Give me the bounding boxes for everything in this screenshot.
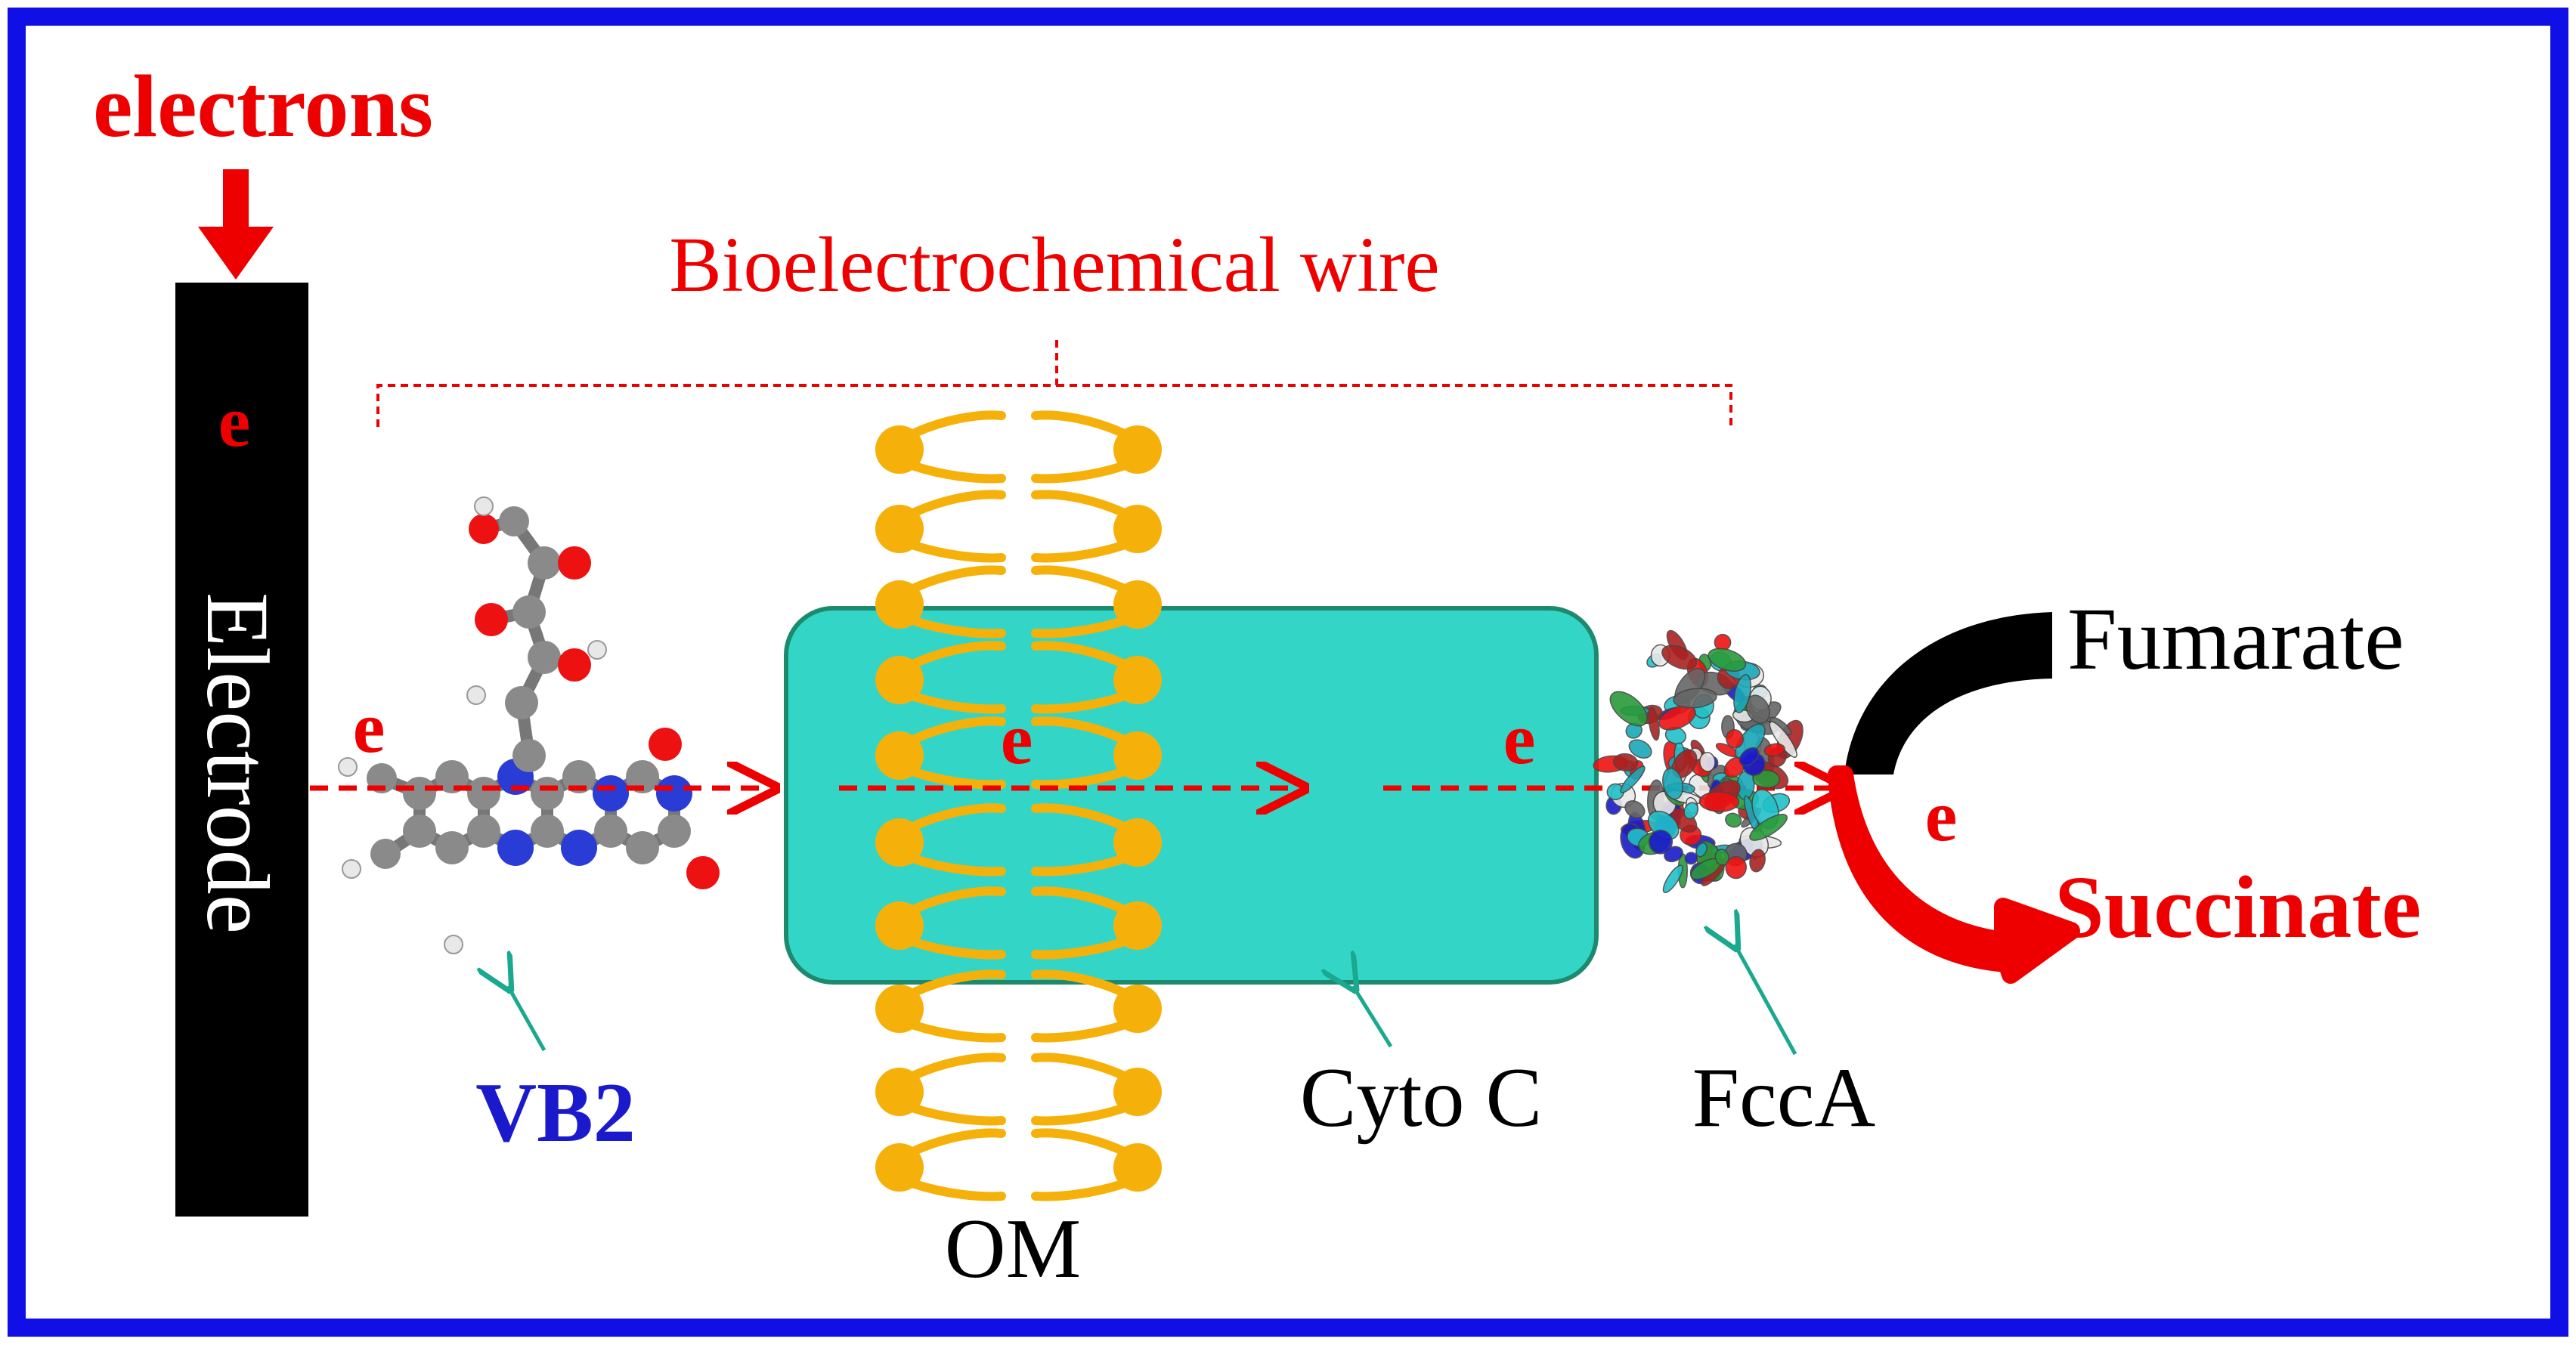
fcca-pointer (1735, 945, 1797, 1056)
protein-ribbon-segment (1628, 739, 1652, 759)
fumarate-label: Fumarate (2067, 589, 2404, 688)
protein-ribbon-segment (1662, 768, 1683, 800)
protein-ribbon-segment (1662, 864, 1683, 894)
protein-ribbon-segment (1738, 747, 1760, 766)
cyto-c-label: Cyto C (1300, 1051, 1543, 1145)
flow-e-1: e (353, 687, 385, 768)
protein-ribbon-segment (1648, 830, 1673, 855)
cyto-c-pointer (1353, 986, 1393, 1048)
protein-ribbon-segment (1714, 849, 1729, 866)
protein-ribbon-segment (1699, 752, 1716, 772)
wire-bracket (376, 340, 1732, 427)
protein-ribbon-segment (1698, 791, 1740, 812)
protein-ribbon-segment (1624, 800, 1646, 819)
succinate-curve-arrow-icon (1828, 765, 2080, 984)
protein-ribbon-segment (1763, 743, 1785, 757)
protein-ribbon-segment (1620, 765, 1646, 793)
protein-ribbon-segment (1673, 688, 1717, 709)
electrode-label: Electrode (188, 592, 287, 934)
reaction-e-label: e (1925, 775, 1958, 856)
protein-ribbon-segment (1695, 842, 1708, 858)
lipid-pair (875, 803, 1162, 877)
lipid-pair (875, 1128, 1162, 1201)
vb2-molecule-icon (338, 496, 720, 954)
protein-ribbon-segment (1745, 694, 1770, 724)
flow-e-2: e (1001, 698, 1033, 779)
lipid-pair (875, 886, 1162, 960)
protein-ribbon-segment (1752, 769, 1781, 789)
flow-e-3: e (1503, 698, 1536, 779)
electrode-bar (175, 283, 308, 1217)
protein-ribbon-segment (1684, 852, 1698, 865)
protein-ribbon-segment (1725, 855, 1747, 880)
protein-ribbon-segment (1612, 753, 1639, 771)
protein-ribbon-segment (1648, 706, 1660, 741)
electrons-down-arrow-icon (198, 169, 274, 280)
lipid-pair (875, 641, 1162, 714)
om-label: OM (945, 1202, 1081, 1296)
vb2-pointer (508, 986, 546, 1052)
lipid-pair (875, 716, 1162, 790)
protein-ribbon-segment (1708, 648, 1747, 672)
protein-ribbon-segment (1733, 674, 1751, 713)
vb2-label: VB2 (475, 1066, 636, 1160)
lipid-pair (875, 490, 1162, 563)
protein-ribbon-segment (1726, 728, 1744, 749)
fcca-label: FccA (1692, 1051, 1876, 1145)
fumarate-curve (1844, 612, 2052, 774)
protein-ribbon-segment (1769, 721, 1797, 758)
protein-ribbon-segment (1609, 691, 1648, 727)
electrode-e-label: e (218, 381, 251, 462)
succinate-label: Succinate (2054, 858, 2421, 957)
protein-ribbon-segment (1683, 802, 1699, 820)
protein-ribbon-segment (1749, 849, 1766, 873)
protein-ribbon-segment (1658, 705, 1696, 731)
om-membrane (875, 410, 1162, 1201)
lipid-pair (875, 565, 1162, 638)
protein-ribbon-segment (1725, 812, 1742, 828)
lipid-pair (875, 1053, 1162, 1126)
wire-label: Bioelectrochemical wire (669, 221, 1439, 308)
protein-ribbon-segment (1749, 814, 1788, 841)
lipid-pair (875, 410, 1162, 484)
lipid-pair (875, 969, 1162, 1043)
electrons-label: electrons (93, 57, 433, 156)
fcca-protein-icon (1593, 629, 1804, 894)
protein-ribbon-segment (1661, 645, 1698, 670)
